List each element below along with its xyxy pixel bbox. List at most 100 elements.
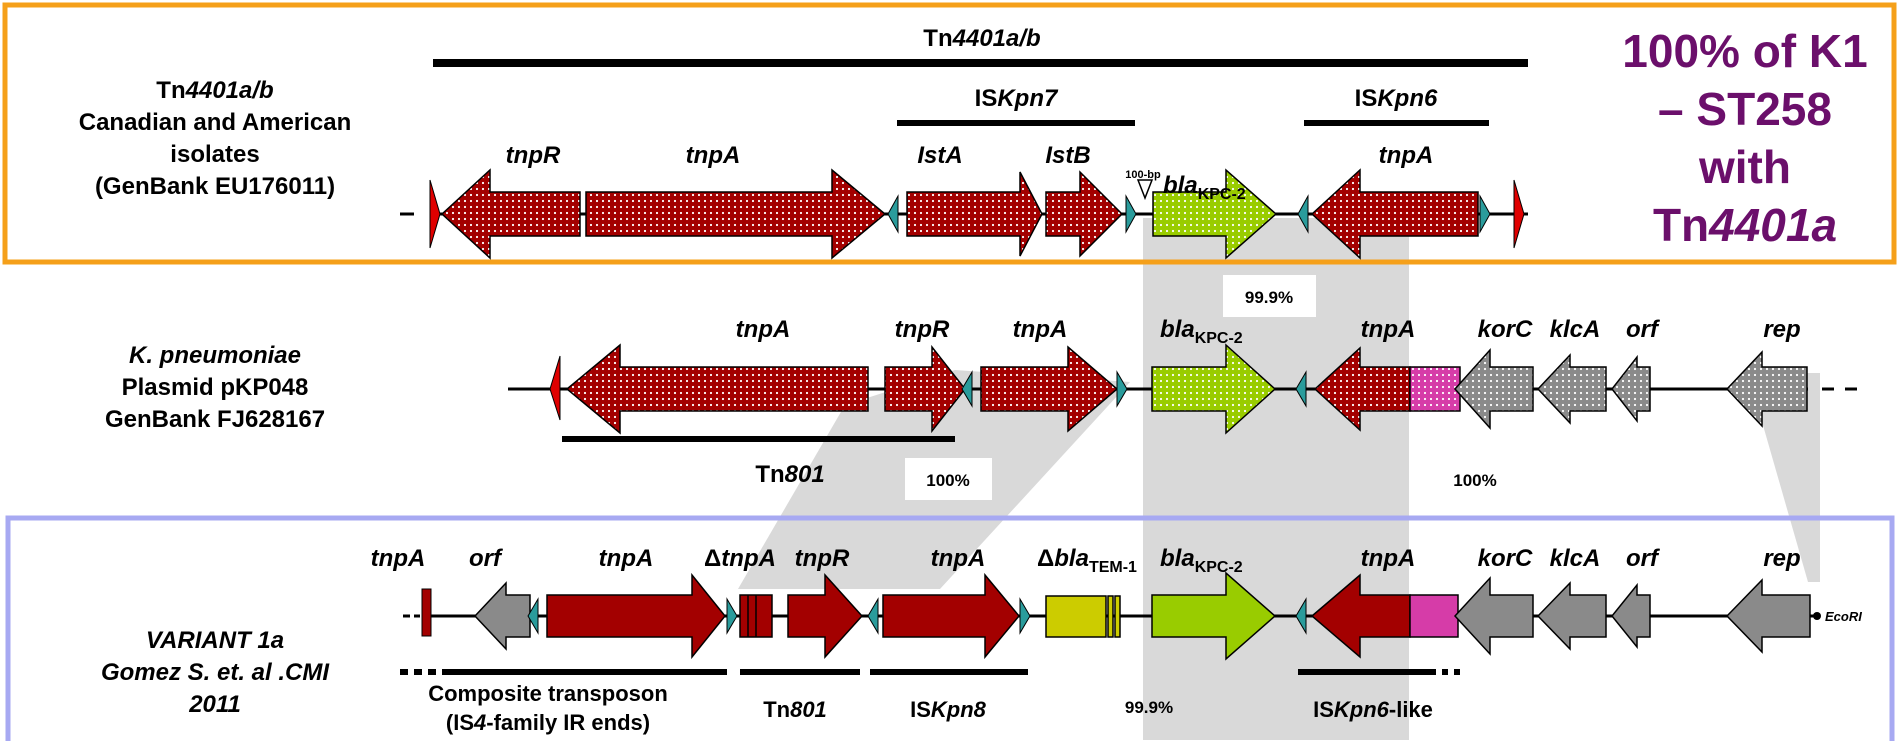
ir-teal-bot-3 [867, 597, 879, 635]
rep-gene-bottom [1725, 578, 1811, 654]
gene-label-tnpA-mid: tnpA [736, 316, 791, 343]
ir-teal-2 [1125, 194, 1137, 234]
element-label-tn801-bot: Tn801 [763, 697, 827, 722]
element-label-is4: (IS4-family IR ends) [446, 710, 650, 735]
gene-label-IstA: IstA [917, 142, 962, 169]
tnpA-fusion-bottom [1409, 594, 1459, 638]
blaKPC-2-gene-top [1152, 168, 1278, 260]
ir-teal-bot-4 [1019, 597, 1031, 635]
callout-line-2: – ST258 [1658, 83, 1832, 135]
tnpA-gene-bottom [546, 572, 726, 660]
gene-label-blakpc2-bot: blaKPC-2 [1160, 545, 1243, 576]
element-label-composite: Composite transposon [428, 681, 668, 706]
identity-value-1: 99.9% [1245, 288, 1293, 307]
top-row: Tn4401a/b ISKpn7 ISKpn6 tnpR tnpA IstA I… [400, 25, 1528, 260]
identity-value-4: 99.9% [1125, 698, 1173, 717]
tnpR-gene-bottom [787, 573, 864, 659]
identity-value-2: 100% [926, 471, 969, 490]
callout-line-4: Tn4401a [1652, 199, 1838, 251]
tnpA-fusion-mid [1409, 366, 1461, 412]
ecori-site [1813, 612, 1821, 620]
ir-left-outer [429, 179, 441, 249]
callout-line-3: with [1699, 141, 1791, 193]
gene-label-tnpA-bot: tnpA [371, 545, 426, 572]
orf-gene-bottom-2 [1611, 582, 1651, 650]
gene-label-tnpA-mid-3: tnpA [1361, 316, 1416, 343]
ir-teal-mid-2 [1116, 370, 1128, 408]
transposon-title: Tn4401a/b [923, 25, 1040, 52]
identity-box-2 [905, 458, 992, 500]
ir-teal-mid-1 [961, 370, 973, 408]
top-row-label: Tn4401a/b Canadian and American isolates… [50, 75, 380, 203]
ir-left-mid [549, 355, 561, 421]
tnpA-gene-bottom-2 [882, 572, 1020, 660]
delta-blaTEM-1-fragment-1 [1107, 595, 1114, 638]
gene-label-klcA-mid: klcA [1550, 316, 1601, 343]
IstB-gene [1045, 170, 1124, 258]
middle-label-line-3: GenBank FJ628167 [104, 406, 326, 433]
ir-teal-bot-2 [726, 597, 738, 635]
bottom-row-label: VARIANT 1a Gomez S. et. al .CMI 2011 [50, 625, 380, 721]
ir-right-outer [1513, 179, 1525, 249]
tnpR-gene-mid [884, 344, 966, 434]
rep-gene-mid [1725, 350, 1808, 428]
element-label-iskpn6: ISKpn6 [1355, 85, 1438, 112]
top-label-line-4: (GenBank EU176011) [94, 173, 336, 200]
middle-label-line-1: K. pneumoniae [128, 342, 302, 369]
top-label-line-2: Canadian and American [78, 109, 352, 136]
tnpA-gene-top [585, 168, 887, 260]
klcA-gene-bottom [1536, 581, 1607, 651]
ir-teal-1 [887, 194, 899, 234]
top-label-line-3: isolates [170, 141, 260, 168]
tnpA-gene-top-2 [1310, 168, 1479, 260]
gene-label-tnpR: tnpR [506, 142, 561, 169]
element-label-iskpn7: ISKpn7 [975, 85, 1059, 112]
gene-label-korC-bot: korC [1478, 545, 1533, 572]
gene-label-tnpA-bot-4: tnpA [1361, 545, 1416, 572]
ir-teal-bot-1 [527, 597, 539, 635]
middle-row: Tn801 tnpA tnpR tnpA blaKPC-2 tnpA korC … [508, 316, 1857, 488]
blaKPC-2-gene-mid [1151, 343, 1277, 435]
ir-teal-4 [1479, 194, 1491, 234]
gene-label-delta-blaTEM-1: ΔblaTEM-1 [1037, 545, 1137, 576]
gene-label-delta-tnpA: ΔtnpA [704, 545, 776, 572]
gene-label-tnpA-mid-2: tnpA [1013, 316, 1068, 343]
element-label-iskpn6-like: ISKpn6-like [1313, 697, 1433, 722]
gene-label-tnpA: tnpA [686, 142, 741, 169]
gene-label-klcA-bot: klcA [1550, 545, 1601, 572]
k1-st258-callout: 100% of K1 – ST258 with Tn4401a [1600, 22, 1890, 254]
gene-label-orf-bot-2: orf [1626, 545, 1660, 572]
bottom-row: EcoRI Composite transposon [371, 545, 1863, 735]
identity-box-1 [1223, 275, 1316, 317]
gene-label-tnpR-mid: tnpR [895, 316, 950, 343]
middle-row-label: K. pneumoniae Plasmid pKP048 GenBank FJ6… [50, 340, 380, 436]
gene-label-blakpc2: blaKPC-2 [1163, 172, 1246, 203]
ir-teal-mid-3 [1295, 370, 1307, 408]
gene-label-korC-mid: korC [1478, 316, 1533, 343]
gene-label-tnpR-bot: tnpR [795, 545, 850, 572]
gene-label-IstB: IstB [1045, 142, 1090, 169]
korC-gene-bottom [1453, 576, 1534, 656]
element-label-iskpn8: ISKpn8 [910, 697, 987, 722]
bottom-row-box [5, 515, 1895, 741]
top-row-box [2, 2, 1897, 265]
ir-teal-bot-5 [1295, 597, 1307, 635]
gene-label-tnpA-bot-3: tnpA [931, 545, 986, 572]
orf-gene-mid [1611, 354, 1651, 424]
tnpA-gene-mid [565, 343, 869, 435]
middle-label-line-2: Plasmid pKP048 [121, 374, 309, 401]
gene-label-orf-mid: orf [1626, 316, 1660, 343]
gene-label-rep-mid: rep [1763, 316, 1800, 343]
ecori-label: EcoRI [1825, 609, 1862, 624]
gene-label-rep-bot: rep [1763, 545, 1800, 572]
gene-label-tnpA-2: tnpA [1379, 142, 1434, 169]
callout-line-1: 100% of K1 [1622, 25, 1868, 77]
element-label-tn801-mid: Tn801 [755, 461, 824, 488]
tnpR-gene-top [440, 168, 581, 260]
gene-label-orf-bot: orf [469, 545, 503, 572]
orf-gene-bottom [473, 581, 531, 651]
gene-label-blakpc2-mid: blaKPC-2 [1160, 316, 1243, 347]
klcA-gene-mid [1536, 353, 1607, 425]
tnpA-gene-mid-2 [980, 345, 1119, 433]
delta-blaTEM-1-gene [1045, 595, 1107, 638]
